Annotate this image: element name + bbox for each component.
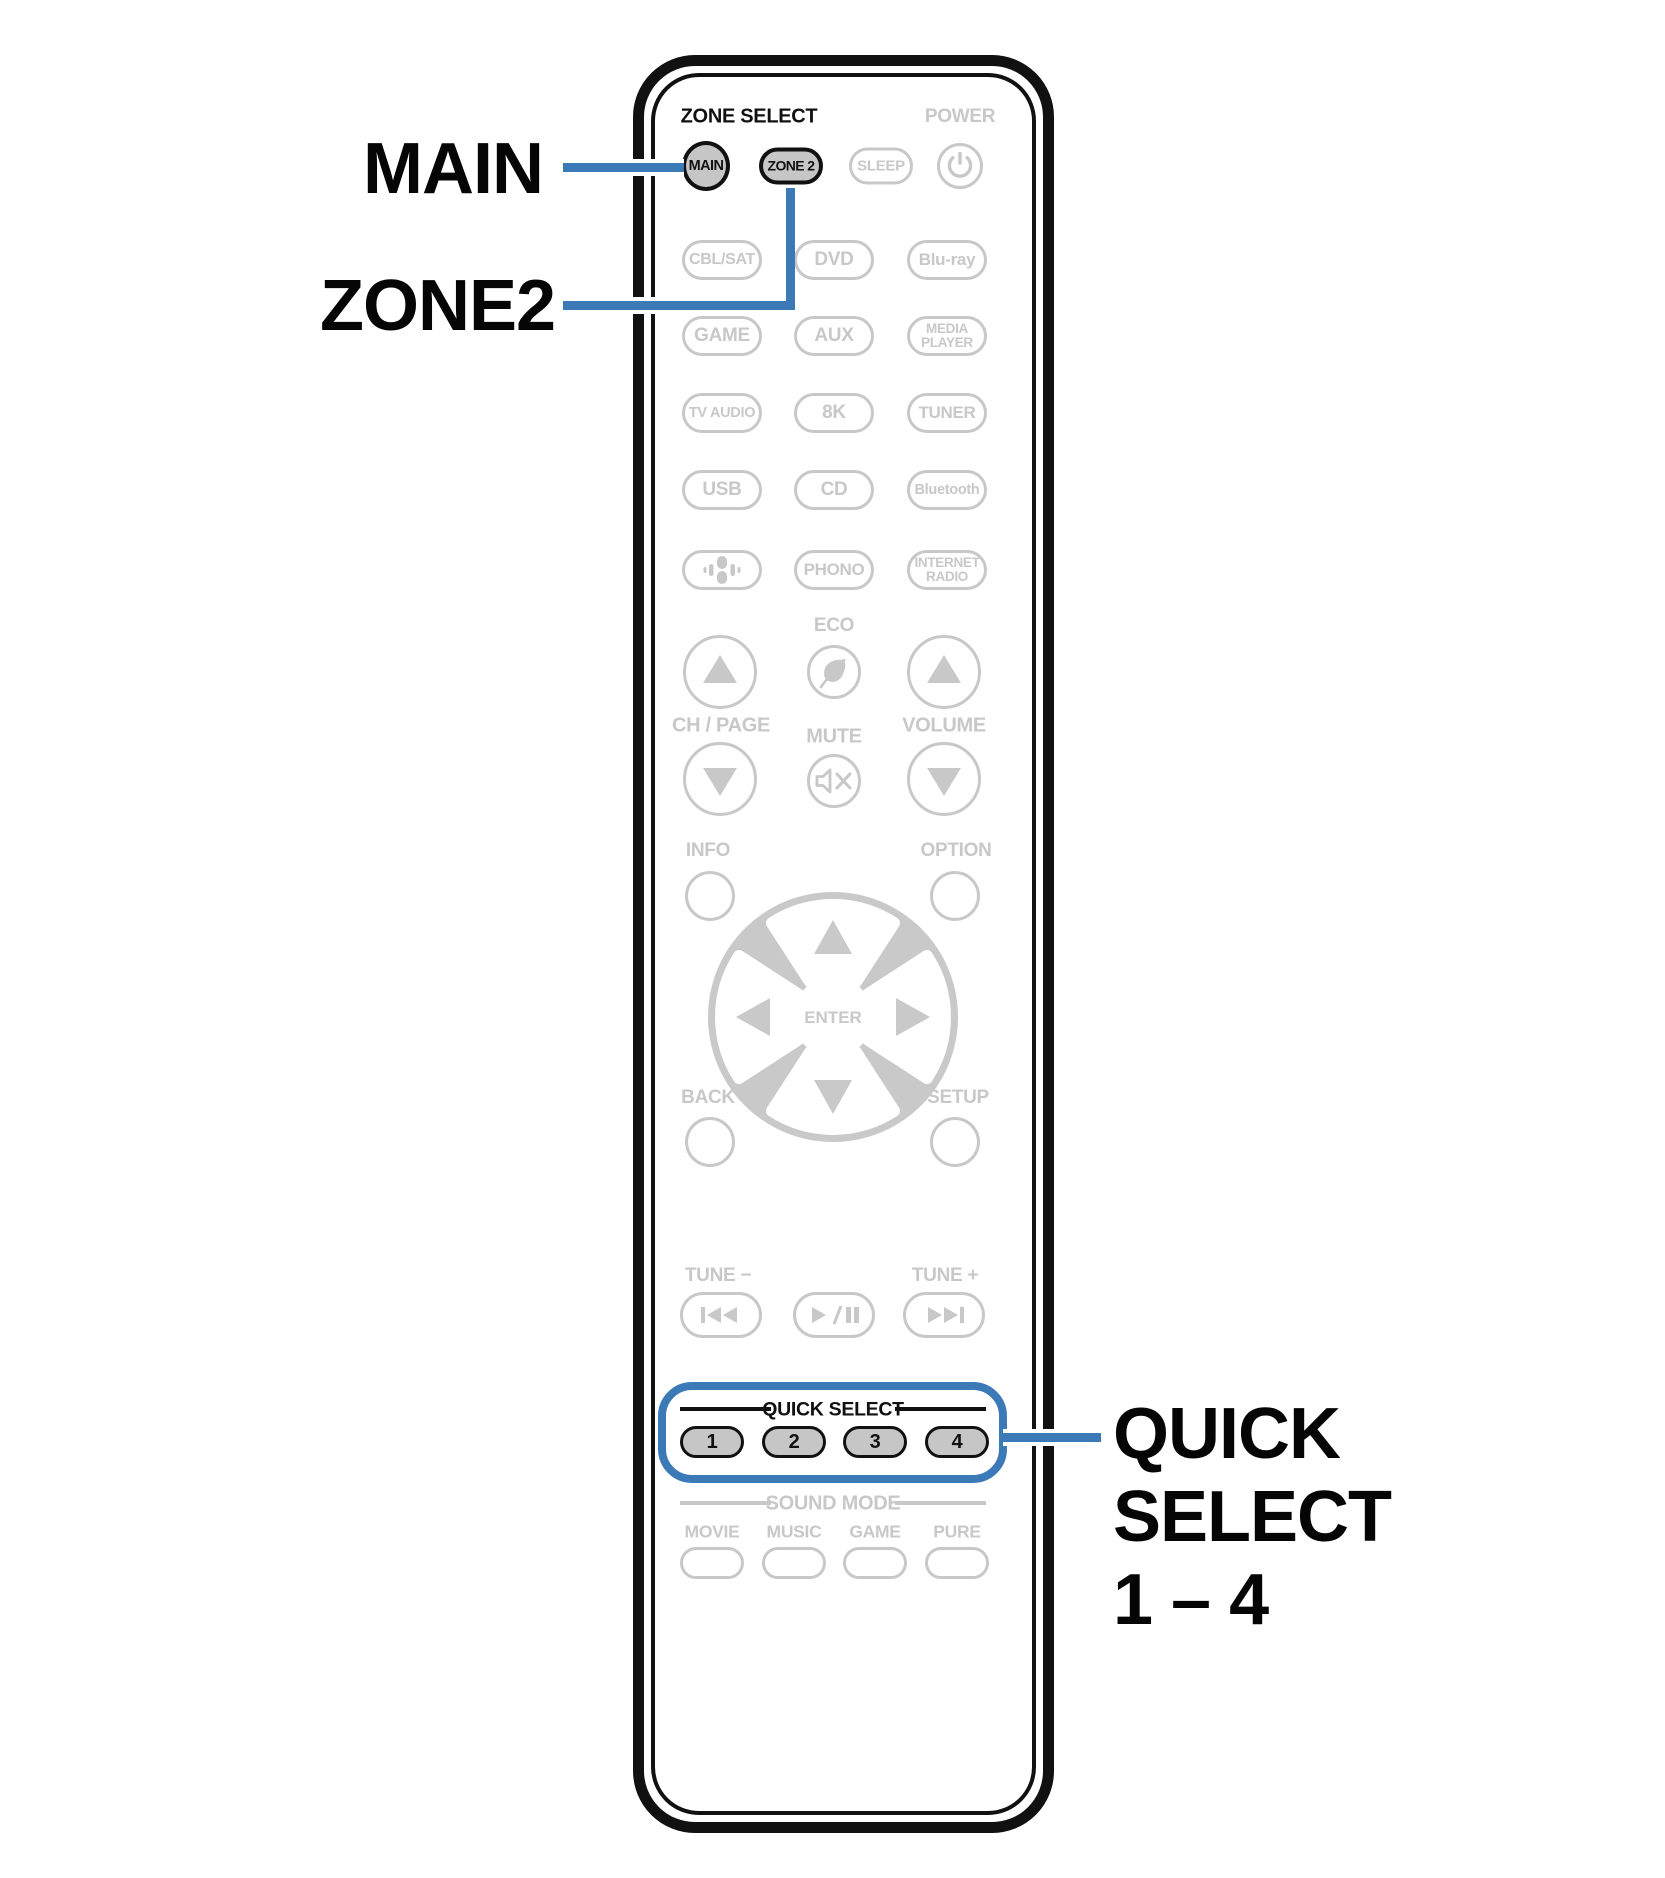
mute-button[interactable] [807,754,861,808]
play-pause-icon [812,1305,859,1325]
skip-forward-icon [928,1307,964,1323]
sound-mode-music-button[interactable] [762,1547,826,1579]
up-triangle-icon [927,655,961,683]
main-zone-button[interactable]: MAIN [682,141,730,191]
volume-label: VOLUME [902,714,986,737]
option-button[interactable] [930,871,980,921]
power-icon [947,152,973,178]
sound-select-button[interactable] [682,550,762,590]
source-8k-button[interactable]: 8K [794,393,874,433]
mute-label: MUTE [806,725,862,748]
sleep-button[interactable]: SLEEP [849,147,913,185]
cursor-left-button[interactable] [736,998,770,1036]
source-tuner-button[interactable]: TUNER [907,393,987,433]
source-media-player-button[interactable]: MEDIA PLAYER [907,316,987,356]
source-internet-radio-button[interactable]: INTERNET RADIO [907,550,987,590]
source-aux-button[interactable]: AUX [794,316,874,356]
cursor-up-button[interactable] [814,920,852,954]
channel-up-button[interactable] [683,635,757,709]
play-pause-button[interactable] [793,1292,875,1338]
skip-back-icon [701,1307,737,1323]
cursor-pad[interactable]: ENTER [703,887,963,1147]
source-bluray-button[interactable]: Blu-ray [907,240,987,280]
sound-mode-pure-button[interactable] [925,1547,989,1579]
sound-mode-movie-button[interactable] [680,1547,744,1579]
setup-label: SETUP [927,1087,989,1108]
source-bluetooth-button[interactable]: Bluetooth [907,470,987,510]
quick-select-1-button[interactable]: 1 [680,1426,744,1458]
tune-plus-label: TUNE + [911,1265,979,1286]
source-tv-audio-button[interactable]: TV AUDIO [682,393,762,433]
remote-inner-outline [651,73,1036,1815]
quick-select-3-button[interactable]: 3 [843,1426,907,1458]
source-cd-button[interactable]: CD [794,470,874,510]
tune-minus-label: TUNE − [684,1265,752,1286]
eco-label: ECO [813,615,855,636]
zone-select-label: ZONE SELECT [680,105,818,128]
sound-mode-music-label: MUSIC [766,1521,822,1542]
internet-radio-line1: INTERNET [914,555,980,571]
callout-quick-line2: SELECT [1113,1477,1392,1557]
down-triangle-icon [703,768,737,796]
sound-mode-game-button[interactable] [843,1547,907,1579]
info-button[interactable] [685,871,735,921]
skip-forward-button[interactable] [903,1292,985,1338]
callout-zone2: ZONE2 [320,266,556,346]
source-cbl-sat-button[interactable]: CBL/SAT [682,240,762,280]
quick-select-2-button[interactable]: 2 [762,1426,826,1458]
callout-main: MAIN [363,129,544,209]
down-triangle-icon [927,768,961,796]
callout-quick-select: QUICK SELECT 1 – 4 [1113,1393,1392,1642]
quick-select-title: QUICK SELECT [762,1398,904,1421]
callout-zone2-line-vertical [786,188,795,310]
callout-zone2-line-horizontal [563,301,795,310]
volume-down-button[interactable] [907,742,981,816]
power-button[interactable] [937,143,983,189]
source-dvd-button[interactable]: DVD [794,240,874,280]
cursor-down-button[interactable] [814,1080,852,1114]
enter-button[interactable] [793,977,873,1057]
sound-mode-rule-left [680,1501,771,1505]
back-label: BACK [681,1087,735,1108]
option-label: OPTION [920,840,992,861]
source-phono-button[interactable]: PHONO [794,550,874,590]
callout-quick-select-line [1003,1433,1101,1442]
sound-bars-icon [703,556,741,584]
media-player-line1: MEDIA [926,321,968,337]
quick-select-rule-right [895,1407,986,1411]
callout-quick-line3: 1 – 4 [1113,1560,1269,1640]
ch-page-label: CH / PAGE [671,714,771,737]
source-usb-button[interactable]: USB [682,470,762,510]
sound-mode-rule-right [895,1501,986,1505]
sound-mode-game-label: GAME [849,1521,901,1542]
enter-label: ENTER [804,1008,862,1027]
cursor-right-button[interactable] [896,998,930,1036]
media-player-line2: PLAYER [921,335,973,350]
info-label: INFO [685,840,731,861]
volume-up-button[interactable] [907,635,981,709]
quick-select-rule-left [680,1407,771,1411]
mute-speaker-icon [815,768,852,794]
callout-main-line [563,163,684,172]
quick-select-highlight [658,1382,1007,1483]
up-triangle-icon [703,655,737,683]
callout-quick-line1: QUICK [1113,1394,1341,1474]
back-button[interactable] [685,1117,735,1167]
channel-down-button[interactable] [683,742,757,816]
internet-radio-line2: RADIO [926,569,968,584]
source-game-button[interactable]: GAME [682,316,762,356]
sound-mode-movie-label: MOVIE [684,1521,740,1542]
skip-back-button[interactable] [680,1292,762,1338]
power-label: POWER [924,106,996,127]
eco-leaf-icon [819,658,846,689]
eco-button[interactable] [807,645,861,699]
setup-button[interactable] [930,1117,980,1167]
sound-mode-pure-label: PURE [933,1521,981,1542]
zone2-button[interactable]: ZONE 2 [759,147,823,185]
sound-mode-title: SOUND MODE [765,1492,901,1515]
